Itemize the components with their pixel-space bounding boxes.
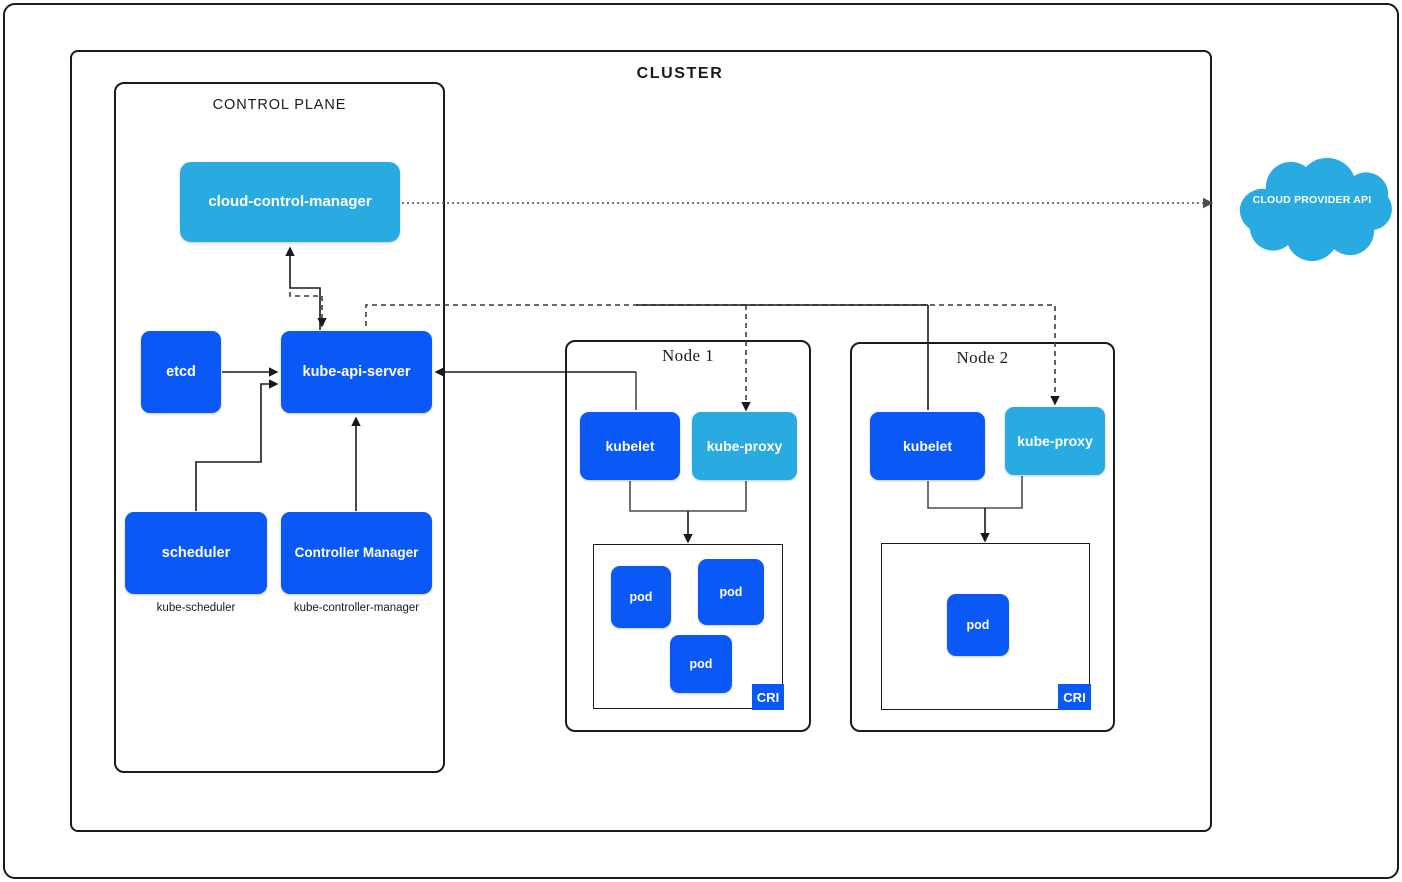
kube-controller-manager-sublabel: kube-controller-manager [293, 602, 420, 614]
node-2-label: Node 2 [956, 348, 1009, 367]
cluster-label: CLUSTER [636, 65, 724, 82]
scheduler-node[interactable]: scheduler [125, 512, 267, 594]
node-1-pod[interactable]: pod [611, 566, 671, 628]
cloud-control-manager-node[interactable]: cloud-control-manager [180, 162, 400, 242]
node-1-kubelet[interactable]: kubelet [580, 412, 680, 480]
cloud-provider-api-cloud-icon[interactable] [1222, 145, 1402, 266]
node-1-label: Node 1 [662, 346, 714, 365]
controller-manager-node[interactable]: Controller Manager [281, 512, 432, 594]
kube-api-server-node[interactable]: kube-api-server [281, 331, 432, 413]
node-2-cri-badge: CRI [1058, 684, 1091, 710]
node-2-pod[interactable]: pod [947, 594, 1009, 656]
control-plane-boundary [114, 82, 445, 773]
cloud-provider-api-label: CLOUD PROVIDER API [1252, 194, 1372, 206]
node-1-container-runtime-boundary [593, 544, 783, 709]
node-1-pod[interactable]: pod [670, 635, 732, 693]
cluster-boundary [70, 50, 1212, 832]
node-1-pod[interactable]: pod [698, 559, 764, 625]
node-2-kubelet[interactable]: kubelet [870, 412, 985, 480]
node-2-container-runtime-boundary [881, 543, 1090, 710]
node-1-kube-proxy[interactable]: kube-proxy [692, 412, 797, 480]
kube-scheduler-sublabel: kube-scheduler [156, 602, 236, 614]
control-plane-label: CONTROL PLANE [212, 97, 347, 113]
etcd-node[interactable]: etcd [141, 331, 221, 413]
node-2-kube-proxy[interactable]: kube-proxy [1005, 407, 1105, 475]
node-1-cri-badge: CRI [752, 684, 784, 710]
diagram-outer-frame [3, 3, 1399, 879]
